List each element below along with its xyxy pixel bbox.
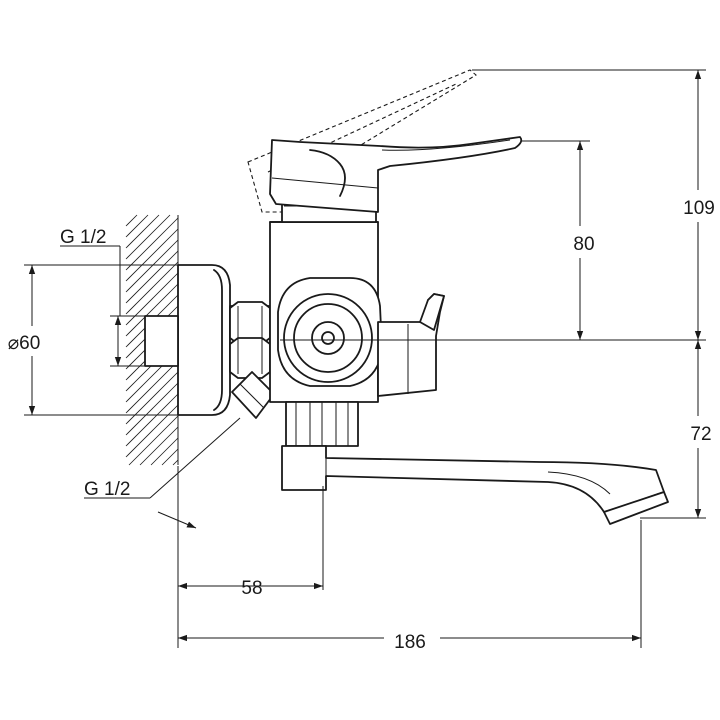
hatch-line <box>125 214 149 238</box>
lever-handle <box>269 136 523 213</box>
dimension-label-109: 109 <box>683 198 715 219</box>
hatch-line <box>125 404 179 458</box>
dimension-label-72: 72 <box>690 424 711 445</box>
wall-flange <box>144 264 231 416</box>
dimension-label-186: 186 <box>394 632 426 653</box>
dimension-label-58: 58 <box>241 578 262 599</box>
thread-label-top: G 1/2 <box>60 227 106 248</box>
hatch-line <box>125 382 179 436</box>
hatch-line <box>125 250 179 304</box>
hatch-line <box>125 393 179 447</box>
spout <box>281 445 669 525</box>
hatch-line <box>125 371 179 425</box>
extension-lines <box>24 69 706 648</box>
hatch-line <box>128 415 179 466</box>
hatch-line <box>125 360 179 414</box>
hatch-line <box>125 214 171 260</box>
spout-nut <box>285 401 359 447</box>
hatch-line <box>172 459 179 466</box>
shower-outlet <box>377 293 445 397</box>
hatch-line <box>150 437 179 466</box>
hatch-line <box>125 214 138 227</box>
hatch-line <box>125 228 179 282</box>
dimension-label-diameter-60: ⌀60 <box>8 333 41 354</box>
hatch-line <box>125 261 179 315</box>
hatch-line <box>139 426 179 466</box>
hatch-line <box>125 283 179 337</box>
hatch-line <box>161 448 179 466</box>
hatch-line <box>125 217 179 271</box>
dimension-label-80: 80 <box>573 234 594 255</box>
hatch-line <box>125 239 179 293</box>
diverter-knob <box>277 277 383 387</box>
hatch-line <box>125 214 160 249</box>
eccentric-connector <box>229 301 275 419</box>
thread-label-bottom: G 1/2 <box>84 479 130 500</box>
